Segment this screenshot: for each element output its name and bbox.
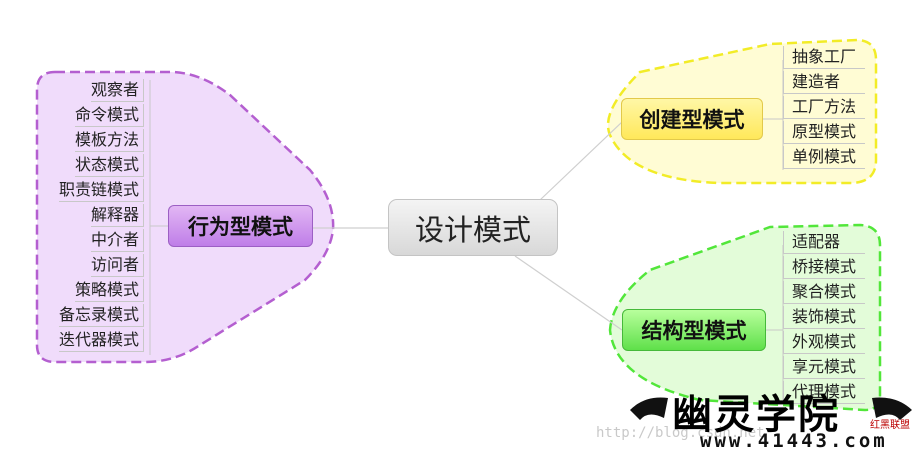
watermark-title: 幽灵学院	[672, 391, 840, 438]
leaf-command[interactable]: 命令模式	[74, 104, 144, 127]
leaf-factory-method[interactable]: 工厂方法	[783, 96, 865, 119]
watermark-domain: www.41443.com	[700, 430, 888, 452]
leaf-state[interactable]: 状态模式	[74, 154, 144, 177]
leaf-adapter[interactable]: 适配器	[783, 231, 865, 254]
structural-patterns-node[interactable]: 结构型模式	[622, 309, 766, 351]
leaf-decorator[interactable]: 装饰模式	[783, 306, 865, 329]
creational-patterns-node[interactable]: 创建型模式	[621, 98, 763, 140]
leaf-singleton[interactable]: 单例模式	[783, 146, 865, 169]
watermark-bat-icon	[630, 397, 912, 420]
leaf-observer[interactable]: 观察者	[90, 79, 144, 102]
leaf-interpreter[interactable]: 解释器	[90, 204, 144, 227]
leaf-bridge[interactable]: 桥接模式	[783, 256, 865, 279]
leaf-mediator[interactable]: 中介者	[90, 229, 144, 252]
leaf-chain-of-responsibility[interactable]: 职责链模式	[58, 179, 144, 202]
leaf-proxy[interactable]: 代理模式	[783, 381, 865, 404]
leaf-facade[interactable]: 外观模式	[783, 331, 865, 354]
connector-center-structural	[514, 255, 623, 331]
center-node[interactable]: 设计模式	[388, 199, 558, 256]
watermark-tag: 红黑联盟	[870, 420, 910, 431]
leaf-strategy[interactable]: 策略模式	[74, 279, 144, 302]
watermark-url: http://blog.csdn.net	[596, 425, 765, 441]
leaf-abstract-factory[interactable]: 抽象工厂	[783, 46, 865, 69]
leaf-flyweight[interactable]: 享元模式	[783, 356, 865, 379]
leaf-template-method[interactable]: 模板方法	[74, 129, 144, 152]
leaf-visitor[interactable]: 访问者	[90, 254, 144, 277]
leaf-builder[interactable]: 建造者	[783, 71, 865, 94]
leaf-iterator[interactable]: 迭代器模式	[58, 329, 144, 352]
connector-behavioral-leaves	[149, 80, 168, 355]
leaf-memento[interactable]: 备忘录模式	[58, 304, 144, 327]
leaf-composite[interactable]: 聚合模式	[783, 281, 865, 304]
behavioral-patterns-node[interactable]: 行为型模式	[168, 205, 313, 247]
connector-center-creational	[539, 121, 623, 201]
leaf-prototype[interactable]: 原型模式	[783, 121, 865, 144]
